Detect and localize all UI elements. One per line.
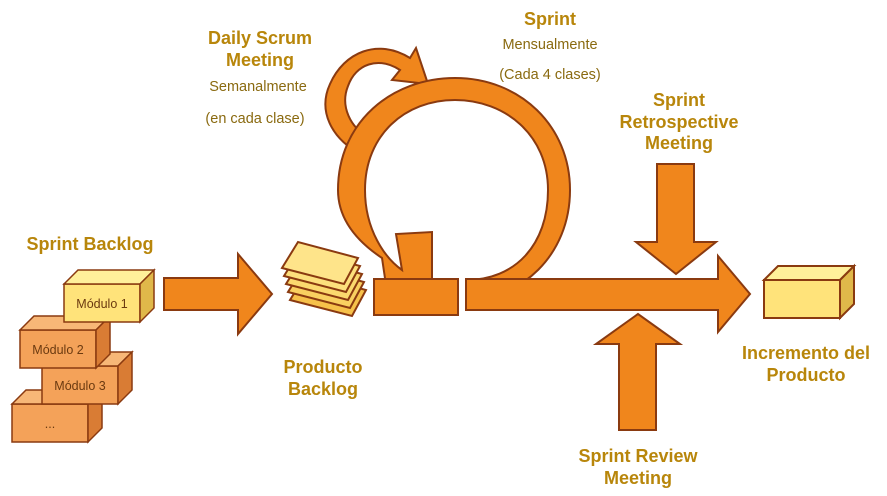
daily-scrum-loop-arrow	[324, 45, 430, 157]
module-label: Módulo 1	[76, 297, 127, 311]
review-arrow	[592, 312, 684, 431]
module-stack: ... Módulo 3 Módulo 2 Módulo 1	[10, 268, 156, 444]
sprint-backlog-label: Sprint Backlog	[26, 234, 154, 254]
review-title: Sprint Review Meeting	[578, 446, 698, 488]
backlog-to-product-arrow	[163, 251, 274, 337]
module-label: Módulo 3	[54, 379, 105, 393]
retrospective-arrow	[633, 163, 719, 276]
sprint-title: Sprint	[524, 9, 576, 29]
main-flow-arrow	[465, 253, 752, 335]
product-backlog-label: Producto Backlog	[283, 357, 363, 399]
retrospective-title: Sprint Retrospective Meeting	[619, 90, 739, 154]
product-backlog-connector	[373, 278, 459, 316]
daily-scrum-title: Daily Scrum Meeting	[207, 28, 313, 70]
daily-scrum-frequency: Semanalmente	[209, 79, 307, 95]
module-label: Módulo 2	[32, 343, 83, 357]
module-box: Módulo 1	[62, 268, 156, 324]
module-label: ...	[45, 417, 55, 431]
sprint-note: (Cada 4 clases)	[499, 67, 601, 83]
product-increment-box	[761, 263, 857, 321]
sprint-frequency: Mensualmente	[502, 37, 598, 53]
product-increment-label: Incremento del Producto	[741, 343, 871, 385]
product-backlog-stack	[280, 240, 368, 318]
sprint-loop-arrow	[336, 76, 572, 302]
daily-scrum-note: (en cada clase)	[205, 111, 305, 127]
module-box: Módulo 2	[18, 314, 112, 370]
